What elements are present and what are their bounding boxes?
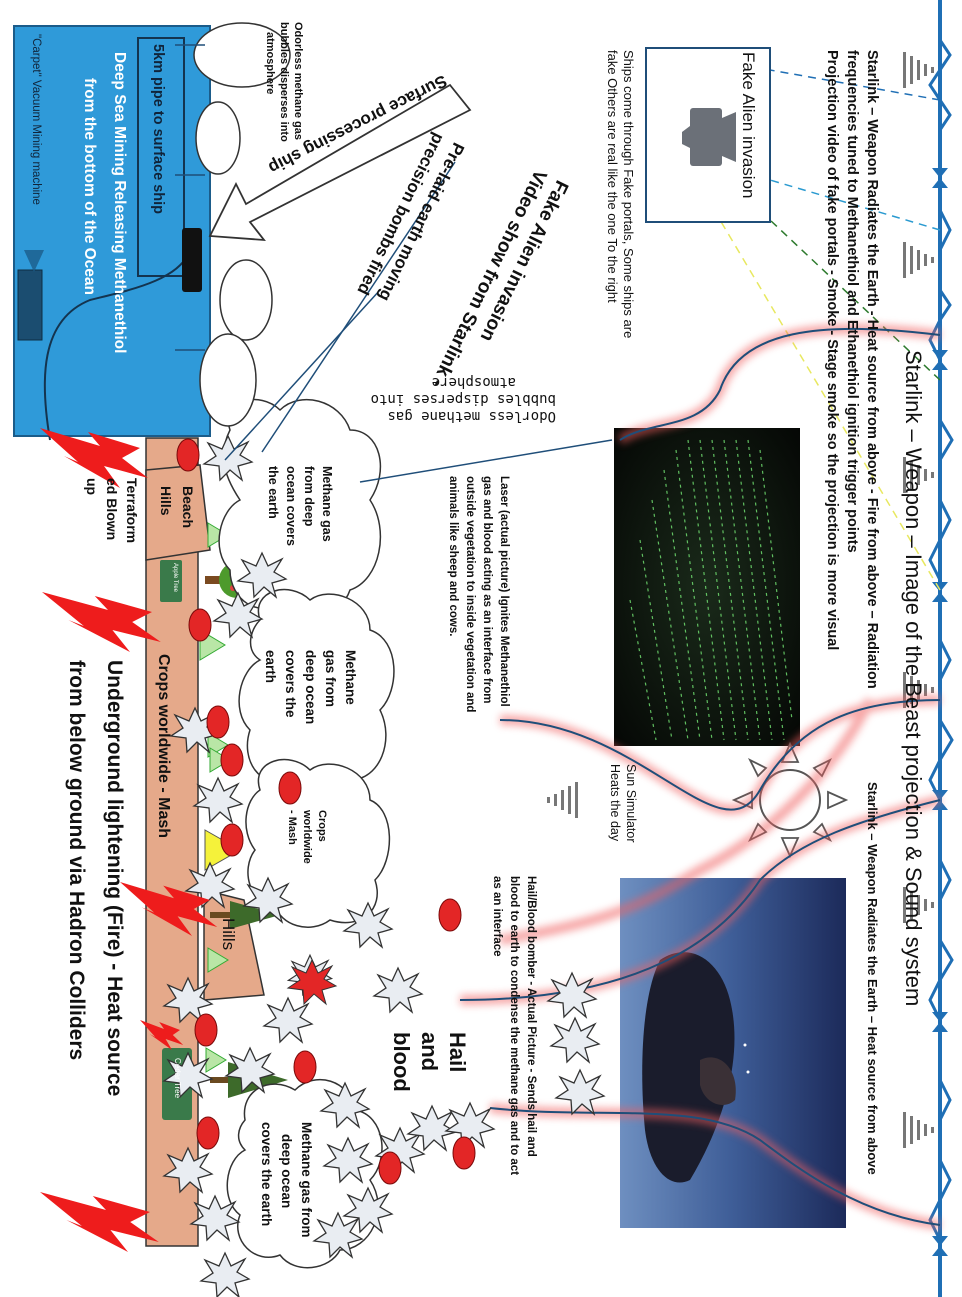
cloud2-line3: deep ocean: [303, 650, 318, 725]
and-label: and: [417, 1032, 442, 1072]
cloud1-line4: the earth: [266, 466, 280, 519]
red-beams: [459, 323, 942, 1230]
ocean-pipe-label: 5km pipe to surface ship: [150, 44, 166, 215]
cloud4-line2: deep ocean: [279, 1134, 294, 1209]
cloud3-line2: worldwide: [301, 810, 313, 864]
terraform-line3: up: [84, 478, 100, 496]
cloud3-line1: Crops: [316, 810, 328, 842]
clouds: [193, 22, 395, 1269]
top-text-line1: Starlink – Weapon Radiates the Earth - H…: [864, 50, 880, 689]
sun-caption-line2: Heats the day: [608, 764, 622, 842]
fake-alien-label: Fake Alien invasion: [739, 52, 758, 199]
cloud1-line1: Methane gas: [320, 466, 334, 542]
cloud4-line3: covers the earth: [259, 1122, 274, 1227]
hail-caption-line2: blood to earth to condense the methane g…: [508, 876, 520, 1176]
odorless-upside-line2: bubbles disperses into: [370, 391, 556, 407]
fire-bursts: [163, 435, 605, 1297]
hills-label-beach: Hills: [158, 486, 174, 516]
apple-tree-label: Apple Tree: [172, 563, 178, 593]
blood-label: blood: [389, 1032, 414, 1092]
ocean-line1: Deep Sea Mining Releasing Methanethiol: [111, 52, 128, 354]
top-text-line3: Projection video of fake portals - Smoke…: [824, 50, 840, 651]
terraform-line1: Terraform: [124, 478, 140, 544]
ships-text-line1: Ships come through Fake portals, Some sh…: [621, 50, 636, 339]
ocean-line2: from the bottom of the Ocean: [81, 78, 98, 295]
laser-caption-line4: animals like sheep and cows.: [447, 476, 459, 637]
sun-caption-line1: Sun Simulator: [624, 764, 638, 843]
crops-label: Crops worldwide - Mash: [155, 654, 172, 839]
underground-line1: Underground lightening (Fire) - Heat sou…: [103, 660, 126, 1097]
surface-ship-arrow: [208, 83, 472, 242]
cloud2-line4: covers the: [283, 650, 298, 718]
beach-label: Beach: [180, 486, 196, 529]
pointer-lines: [175, 44, 613, 483]
ocean: [13, 25, 211, 441]
page-title: Starlink – Weapon – Image of the Beast p…: [901, 350, 926, 1007]
underground-line2: from below ground via Hadron Colliders: [65, 660, 88, 1061]
cloud2-line2: gas from: [323, 650, 338, 708]
cloud3-line3: - Mash: [286, 810, 298, 845]
hail-caption-line3: as an interface: [491, 876, 503, 957]
ocean-carpet-label: "Carpet" Vacuum Mining machine: [30, 34, 42, 205]
dashed-beams: [719, 69, 941, 591]
cloud2-line1: Methane: [343, 650, 358, 705]
hail-bomber-photo: [620, 878, 846, 1228]
hail-label: Hail: [445, 1032, 470, 1073]
cloud4-line1: Methane gas from: [299, 1122, 314, 1238]
alien-ship-icon: [682, 108, 736, 166]
ground: [145, 437, 288, 1247]
hail-caption-line1: Hail/Blood bomber - Actual Picture - Sen…: [525, 876, 537, 1157]
right-text: Starlink – Weapon Radiates the Earth – H…: [865, 782, 880, 1175]
odorless-cloud-line2: bubbles disperses into: [278, 22, 290, 142]
odorless-cloud-line1: Odorless methane gas: [292, 22, 304, 140]
laser-photo: [614, 428, 800, 746]
laser-caption-line3: outside vegetation to inside vegetation …: [464, 476, 476, 713]
laser-caption-line1: Laser (actual picture) Ignites Methaneth…: [498, 476, 510, 707]
laser-caption-line2: gas and blood acting as an interface fro…: [481, 476, 493, 704]
odorless-cloud-line3: atmosphere: [264, 32, 276, 95]
cloud2-line5: earth: [263, 650, 278, 684]
cloud1-line2: from deep: [302, 466, 316, 527]
cloud1-line3: ocean covers: [284, 466, 298, 546]
hills-label: Hills: [219, 918, 238, 951]
odorless-upside-line1: Odorless methane gas: [387, 408, 556, 424]
cedar-tree-label: Cedar Tree: [173, 1058, 182, 1099]
ships-text-line2: fake Others are real like the one To the…: [605, 50, 620, 303]
top-text-line2: frequencies tuned to Methanethiol and Et…: [844, 50, 860, 553]
terraform-line2: ed Blown: [104, 478, 120, 541]
